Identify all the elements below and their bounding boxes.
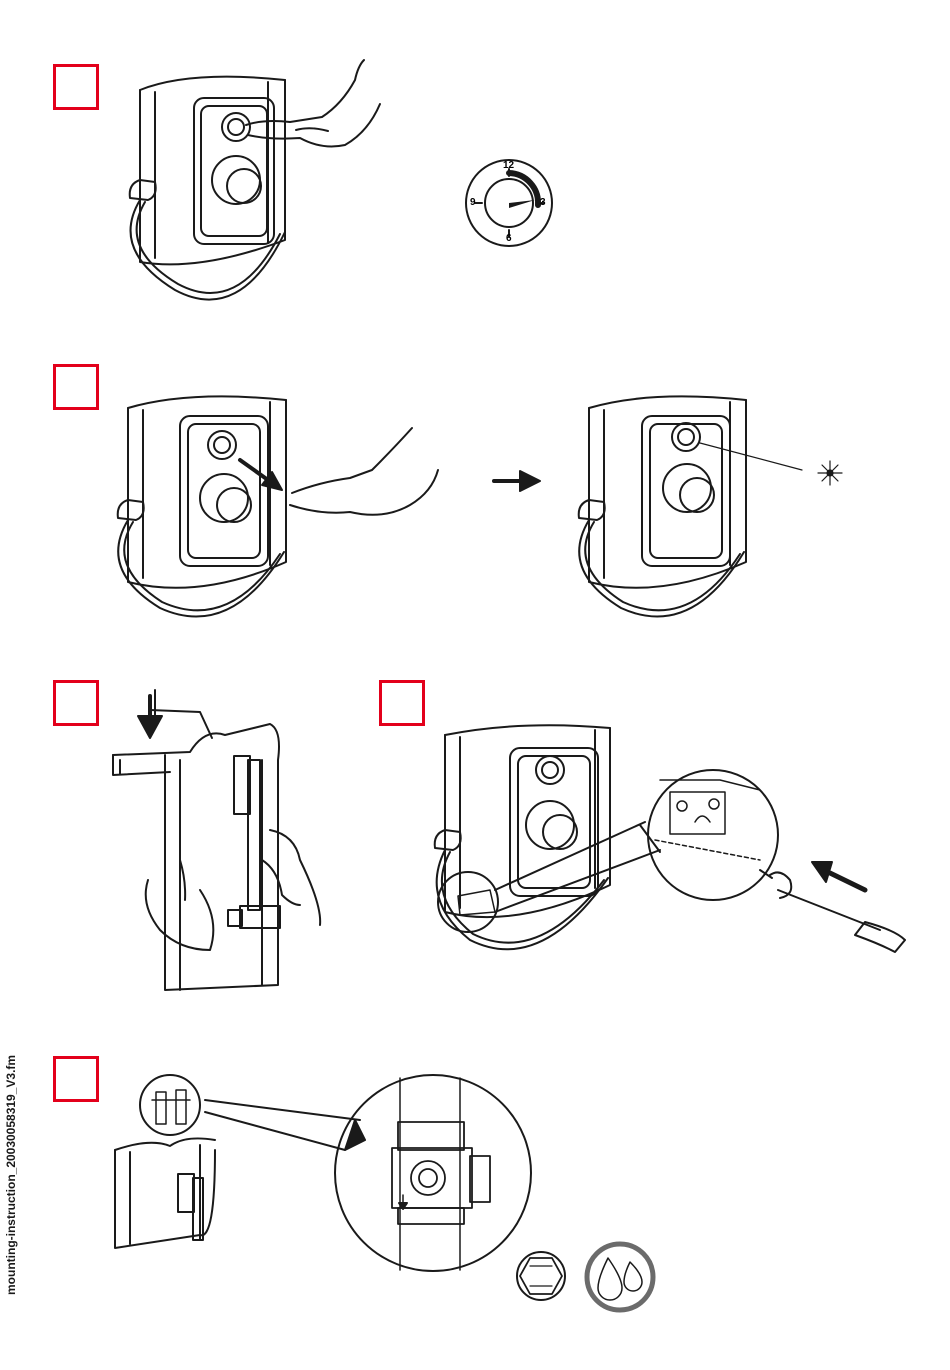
step-2-illustration-right xyxy=(579,396,802,616)
clock-label-6: 6 xyxy=(506,233,512,244)
step-3-illustration xyxy=(113,690,320,990)
clock-label-12: 12 xyxy=(503,160,514,171)
step-4-illustration xyxy=(435,725,905,952)
screwdriver-icon xyxy=(760,870,905,952)
led-flash-icon xyxy=(818,461,842,485)
water-drops-icon xyxy=(587,1244,653,1310)
arrow-right-icon xyxy=(494,471,540,491)
clock-label-9: 9 xyxy=(470,197,476,208)
step-2-illustration-left xyxy=(118,396,438,616)
clock-label-3: 3 xyxy=(540,197,546,208)
hex-nut-icon xyxy=(517,1252,565,1300)
step-5-illustration xyxy=(115,1075,531,1271)
step-1-illustration xyxy=(130,60,380,300)
